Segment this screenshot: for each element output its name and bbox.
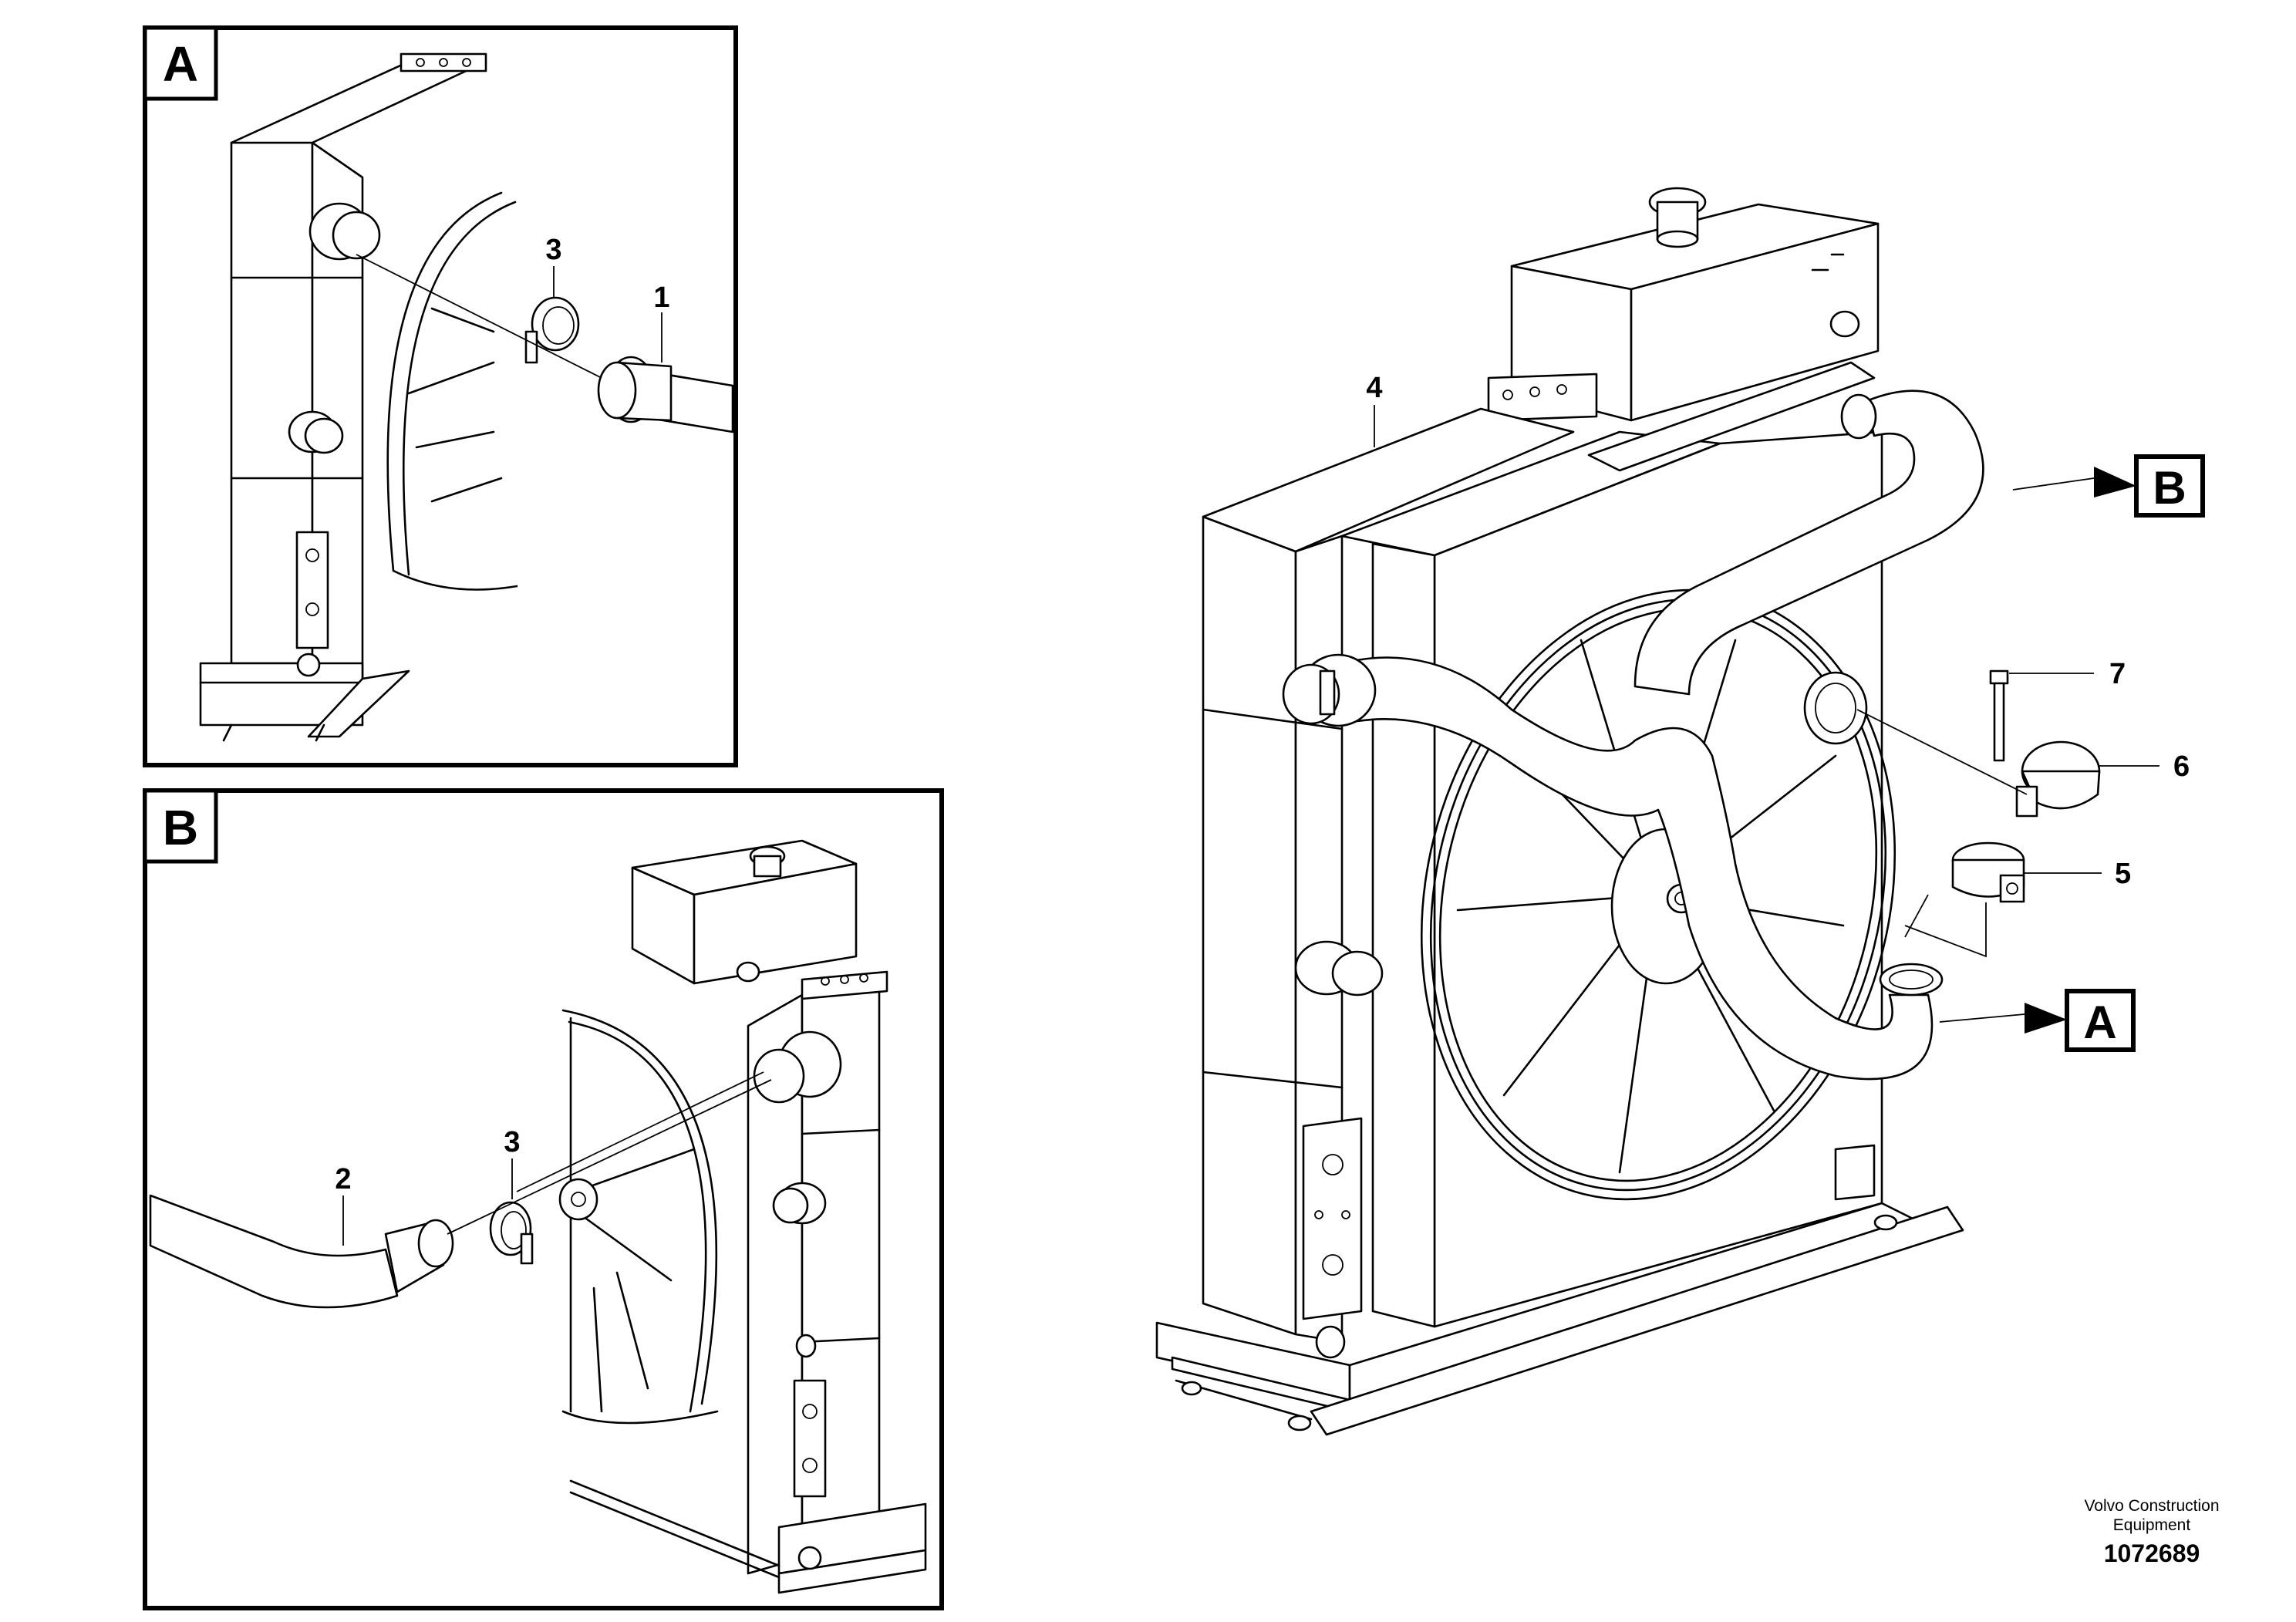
clamp-3-inset-b [489, 1201, 534, 1265]
clamp-6 [2015, 740, 2101, 818]
tank-bracket [1487, 373, 1598, 422]
callout-6: 6 [2173, 750, 2190, 783]
inset-a-fan [386, 191, 518, 591]
callout-2: 2 [335, 1163, 351, 1195]
upper-hose [1633, 389, 1984, 745]
ref-a-tag: A [2083, 996, 2116, 1048]
main-assembly-view: 4 7 6 5 B A [1155, 187, 2205, 1436]
clamp-3-inset-a [524, 296, 580, 364]
company-line-1: Volvo Construction [2084, 1497, 2220, 1515]
bolt-7 [1989, 669, 2009, 762]
callout-3-inset-b: 3 [504, 1126, 520, 1158]
inset-a-tag-box [143, 25, 218, 101]
ref-a-arrow [2025, 1003, 2067, 1034]
ref-b-arrow [2094, 467, 2136, 497]
drawing-number: 1072689 [2103, 1539, 2200, 1567]
inset-b: B [143, 788, 944, 1610]
callout-1: 1 [653, 282, 669, 314]
callout-3-inset-a: 3 [545, 234, 561, 266]
expansion-tank [1510, 187, 1880, 422]
inset-b-fan [558, 1009, 719, 1425]
callout-5: 5 [2115, 858, 2131, 890]
inset-a-assembly-line [356, 254, 602, 379]
inset-a-radiator [199, 52, 487, 742]
fan-assembly [1420, 588, 1896, 1201]
ref-a-box [2065, 989, 2136, 1052]
inset-b-assembly-line [447, 1079, 772, 1235]
clamp-5 [1951, 841, 2025, 903]
ref-b-tag: B [2153, 462, 2186, 514]
ref-b-box [2134, 454, 2205, 518]
drawing-footer: Volvo Construction Equipment 1072689 [2036, 1496, 2267, 1568]
inset-b-tank [631, 839, 858, 985]
pipe-2 [149, 1194, 454, 1309]
lower-hose [1282, 653, 1944, 1081]
company-line-2: Equipment [2112, 1516, 2191, 1534]
callout-4: 4 [1366, 372, 1382, 404]
callout-7: 7 [2109, 658, 2126, 690]
inset-b-tag: B [163, 800, 198, 855]
pipe-1 [597, 356, 734, 433]
inset-a: A [143, 25, 738, 767]
inset-a-tag: A [163, 36, 198, 92]
inset-b-tag-box [143, 788, 218, 864]
inset-b-radiator [569, 970, 927, 1594]
